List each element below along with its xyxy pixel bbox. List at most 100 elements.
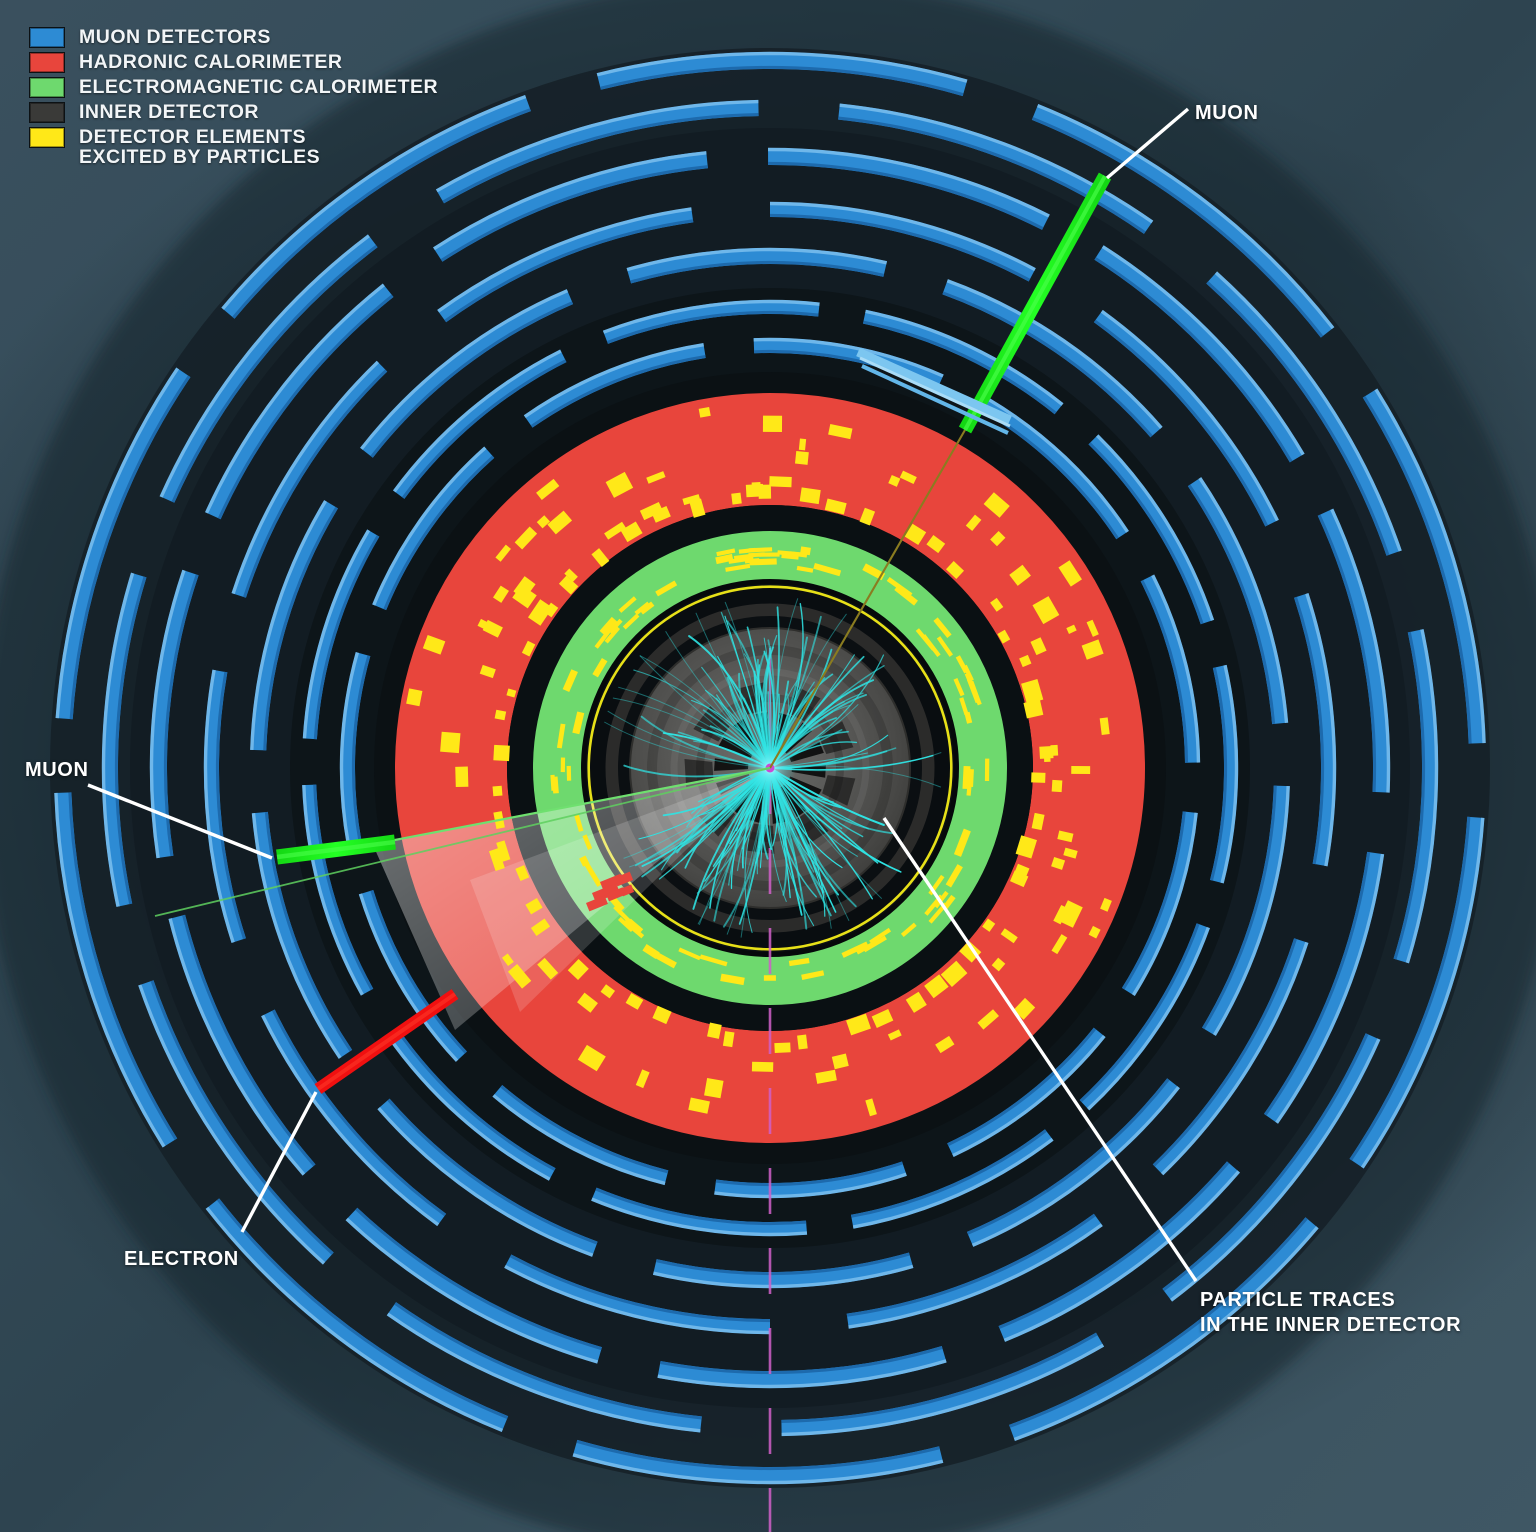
excited-element xyxy=(1039,745,1054,759)
excited-element xyxy=(899,470,917,485)
excited-element xyxy=(1100,897,1112,912)
excited-element xyxy=(507,964,532,989)
muon-bar-shadow xyxy=(838,116,1146,234)
muon-bar-shadow xyxy=(68,792,178,1141)
muon-detector-bar xyxy=(168,914,316,1176)
inner-dark-band-inner xyxy=(618,616,922,920)
muon-bar-shadow xyxy=(850,1129,1047,1218)
excited-element xyxy=(798,438,807,451)
excited-element xyxy=(544,602,559,618)
excited-element xyxy=(574,814,584,832)
muon-bar-shadow xyxy=(1210,667,1228,881)
legend-swatch-electromagnetic-calorimeter xyxy=(29,77,65,98)
excited-element xyxy=(940,960,968,988)
muon-bar-highlight xyxy=(1100,309,1279,522)
legend: MUON DETECTORS HADRONIC CALORIMETER ELEC… xyxy=(29,27,438,171)
leader-muon-left xyxy=(87,783,273,860)
muon-bar-highlight xyxy=(168,918,306,1176)
muon-bar-shadow xyxy=(1031,117,1324,338)
muon-bar-shadow xyxy=(355,1207,602,1351)
excited-element xyxy=(815,1069,837,1084)
excited-element xyxy=(887,1029,902,1041)
muon-bar-shadow xyxy=(1393,631,1426,960)
excited-element xyxy=(613,905,633,925)
muon-bar-shadow xyxy=(351,655,371,844)
excited-element xyxy=(846,1013,871,1036)
excited-element xyxy=(536,478,560,500)
muon-bar-highlight xyxy=(221,94,527,310)
muon-bar-highlight xyxy=(1160,941,1309,1176)
muon-bar-highlight xyxy=(602,299,820,334)
excited-element xyxy=(1015,835,1037,859)
muon-bar-highlight xyxy=(138,984,326,1265)
muon-bar-shadow xyxy=(781,1332,1098,1423)
particle-trace-long xyxy=(639,655,771,769)
muon-detector-bar xyxy=(205,283,394,520)
excited-element xyxy=(926,535,946,554)
excited-element xyxy=(935,1035,955,1054)
excited-element xyxy=(748,552,765,558)
muon-bar-highlight xyxy=(839,103,1154,224)
particle-trace-long xyxy=(769,752,942,772)
muon-bar-highlight xyxy=(1086,926,1210,1111)
muon-bar-shadow xyxy=(1317,514,1377,793)
muon-bar-highlight xyxy=(572,1453,944,1485)
muon-bar-highlight xyxy=(986,397,1129,533)
excited-element xyxy=(688,1097,710,1114)
excited-element xyxy=(859,507,876,526)
excited-element xyxy=(936,636,954,657)
excited-element xyxy=(625,993,644,1010)
muon-detector-bar xyxy=(436,100,759,204)
excited-element xyxy=(1014,863,1030,877)
muon-bar-highlight xyxy=(714,1172,907,1199)
excited-element xyxy=(762,415,783,433)
excited-element xyxy=(813,562,842,577)
muon-bar-shadow xyxy=(966,1078,1170,1235)
muon-bar-shadow xyxy=(163,574,199,857)
muon-bar-shadow xyxy=(401,359,567,499)
excited-element xyxy=(582,834,593,850)
muon-bar-highlight xyxy=(769,201,1036,272)
muon-bar-shadow xyxy=(232,108,531,319)
particle-trace-long xyxy=(769,765,942,788)
muon-bar-shadow xyxy=(387,1098,598,1245)
particle-trace-long xyxy=(604,721,771,769)
muon-bar-highlight xyxy=(302,784,364,996)
excited-element xyxy=(1021,679,1044,705)
pixel-blade xyxy=(714,758,749,771)
muon-detector-bar xyxy=(55,367,191,720)
excited-element xyxy=(513,576,536,600)
muon-bar-shadow xyxy=(655,1252,910,1276)
muon-bar-highlight xyxy=(1198,477,1289,723)
excited-element xyxy=(521,640,536,657)
excited-element xyxy=(537,957,559,980)
muon-bar-highlight xyxy=(437,207,692,313)
excited-element xyxy=(639,502,664,521)
excited-element xyxy=(1086,619,1099,637)
muon-detector-bar xyxy=(998,1161,1240,1342)
muon-detector-bar xyxy=(846,1213,1103,1329)
legend-label-detector-elements-excited: DETECTOR ELEMENTS EXCITED BY PARTICLES xyxy=(79,126,321,168)
excited-element xyxy=(652,950,677,969)
excited-element xyxy=(722,1031,735,1048)
muon-bar-highlight xyxy=(1214,271,1402,552)
excited-element xyxy=(865,1098,877,1117)
excited-element xyxy=(983,492,1010,518)
excited-element xyxy=(841,941,869,958)
excited-element xyxy=(716,548,736,557)
excited-element xyxy=(682,494,701,506)
muon-detector-bar xyxy=(1093,310,1279,527)
excited-element xyxy=(635,1069,650,1089)
excited-element xyxy=(605,471,634,498)
excited-element xyxy=(1009,564,1031,586)
muon-bar-shadow xyxy=(606,310,819,344)
excited-element xyxy=(579,855,590,867)
callout-particle-traces: PARTICLE TRACES IN THE INNER DETECTOR xyxy=(1200,1289,1462,1336)
muon-bar-shadow xyxy=(69,375,191,720)
excited-element xyxy=(655,580,678,597)
muon-detector-bar xyxy=(437,207,694,323)
excited-element xyxy=(493,585,509,603)
highlighted-muon-chamber xyxy=(856,347,1012,435)
excited-element xyxy=(801,970,825,980)
excited-element xyxy=(1030,637,1047,656)
